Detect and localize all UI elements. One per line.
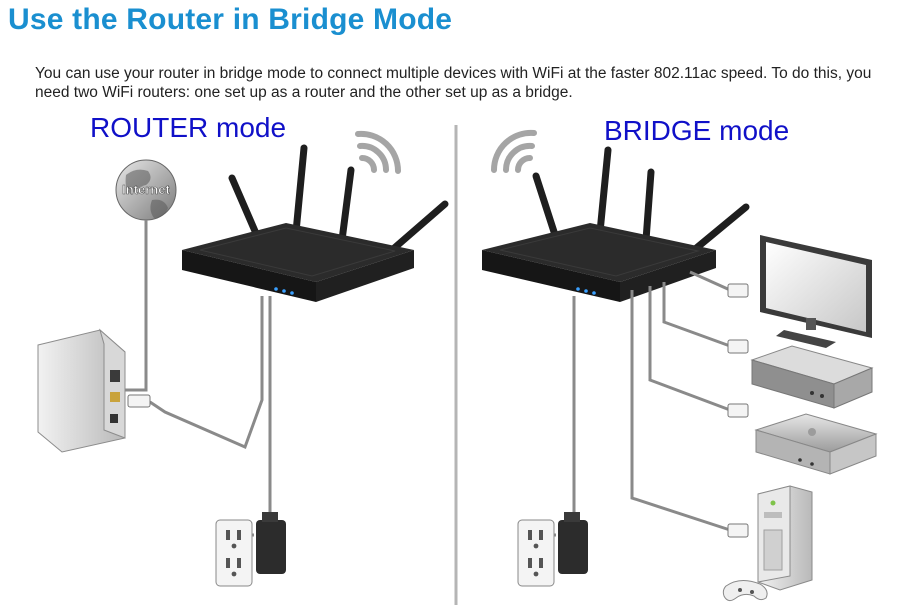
set-top-box-icon [750, 345, 874, 409]
ethernet-plug-icon [727, 339, 749, 354]
power-adapter-icon [256, 512, 286, 574]
power-adapter-icon [558, 512, 588, 574]
monitor-icon [760, 235, 872, 348]
bridge-mode-cables [548, 270, 731, 537]
modem-icon [37, 328, 126, 453]
router-mode-label: ROUTER mode [90, 112, 287, 143]
ethernet-plug-icon [727, 403, 749, 418]
ethernet-plug-icon [127, 394, 151, 408]
game-controller-icon [722, 580, 768, 602]
ethernet-plug-icon [727, 283, 749, 298]
power-outlet-icon [215, 519, 253, 587]
wifi-signal-icon [355, 130, 402, 174]
ethernet-plug-icon [727, 523, 749, 538]
power-outlet-icon [517, 519, 555, 587]
router-icon [182, 144, 449, 302]
internet-label: Internet [122, 182, 170, 197]
bridge-mode-label: BRIDGE mode [604, 115, 790, 146]
intro-paragraph: You can use your router in bridge mode t… [35, 65, 872, 101]
page-title: Use the Router in Bridge Mode [8, 3, 453, 36]
globe-icon: Internet [115, 159, 177, 221]
router-icon [482, 146, 750, 302]
wifi-signal-icon [490, 129, 537, 173]
game-console-icon [757, 485, 813, 591]
set-top-box-icon [754, 413, 878, 475]
